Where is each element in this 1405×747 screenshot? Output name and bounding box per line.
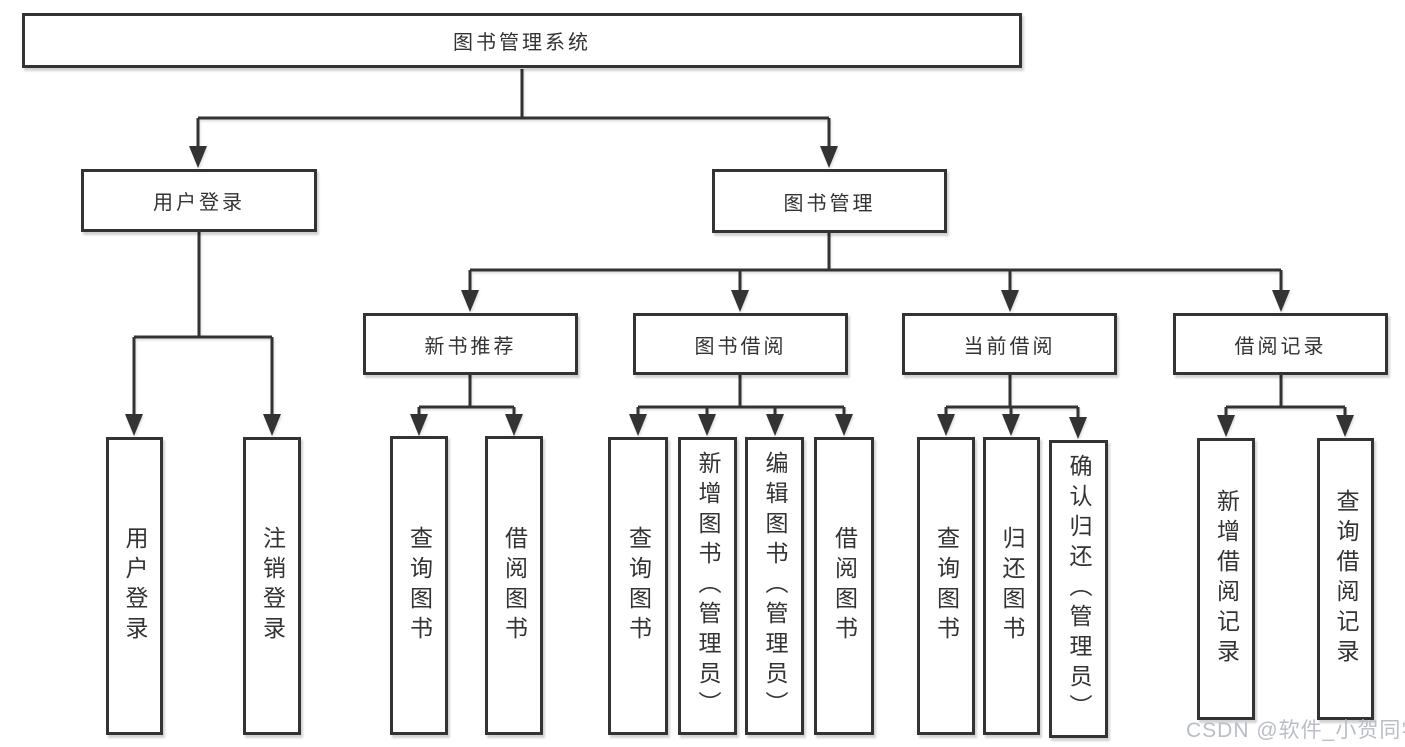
arrow-icon xyxy=(820,146,838,168)
arrow-icon xyxy=(766,414,784,436)
leaf-current-confirm-return: 确认归还（管理员） xyxy=(1049,440,1108,738)
leaf-borrow-add-book: 新增图书（管理员） xyxy=(678,437,737,735)
arrow-icon xyxy=(1217,415,1235,437)
arrow-icon xyxy=(1272,290,1290,312)
arrow-icon xyxy=(1069,417,1087,439)
node-user-login: 用户登录 xyxy=(81,169,317,232)
arrow-icon xyxy=(1001,290,1019,312)
arrow-icon xyxy=(731,290,749,312)
node-new-book-recommend: 新书推荐 xyxy=(363,313,578,375)
arrow-icon xyxy=(125,414,143,436)
leaf-label: 编辑图书（管理员） xyxy=(762,451,788,721)
leaf-label: 借阅图书 xyxy=(501,525,528,646)
arrow-icon xyxy=(461,290,479,312)
leaf-label: 查询图书 xyxy=(406,525,433,646)
node-borrow-record: 借阅记录 xyxy=(1173,313,1388,375)
arrow-icon xyxy=(937,414,955,436)
leaf-label: 查询图书 xyxy=(625,526,652,646)
leaf-label: 归还图书 xyxy=(999,526,1025,646)
arrow-icon xyxy=(698,414,716,436)
leaf-label: 新增图书（管理员） xyxy=(695,451,721,721)
leaf-current-query-book: 查询图书 xyxy=(917,437,975,735)
arrow-icon xyxy=(505,414,523,436)
leaf-label: 注销登录 xyxy=(259,526,286,646)
node-book-borrow: 图书借阅 xyxy=(633,313,848,375)
leaf-label: 查询图书 xyxy=(933,526,960,646)
leaf-label: 用户登录 xyxy=(122,526,148,646)
arrow-icon xyxy=(835,414,853,436)
leaf-current-return-book: 归还图书 xyxy=(983,437,1040,735)
arrow-icon xyxy=(629,414,647,436)
leaf-borrow-edit-book: 编辑图书（管理员） xyxy=(745,437,804,735)
watermark: CSDN @软件_小贺同学 xyxy=(1186,719,1405,742)
leaf-borrow-query-book: 查询图书 xyxy=(608,437,668,735)
leaf-user-login: 用户登录 xyxy=(106,437,163,735)
leaf-label: 确认归还（管理员） xyxy=(1066,454,1092,724)
arrow-icon xyxy=(1002,414,1020,436)
arrow-icon xyxy=(189,146,207,168)
node-root: 图书管理系统 xyxy=(22,13,1022,68)
arrow-icon xyxy=(410,414,428,436)
arrow-icon xyxy=(263,414,281,436)
leaf-logout-login: 注销登录 xyxy=(243,437,301,735)
arrow-icon xyxy=(1336,415,1354,437)
leaf-borrow-borrow-book: 借阅图书 xyxy=(814,437,874,735)
leaf-recommend-borrow-book: 借阅图书 xyxy=(485,436,543,735)
leaf-label: 查询借阅记录 xyxy=(1333,489,1359,669)
leaf-recommend-query-book: 查询图书 xyxy=(390,436,448,735)
node-book-manage: 图书管理 xyxy=(712,169,947,233)
node-current-borrow: 当前借阅 xyxy=(902,313,1117,375)
leaf-label: 借阅图书 xyxy=(831,526,858,646)
leaf-record-query: 查询借阅记录 xyxy=(1317,438,1374,720)
leaf-record-add: 新增借阅记录 xyxy=(1197,438,1255,720)
leaf-label: 新增借阅记录 xyxy=(1213,489,1240,669)
